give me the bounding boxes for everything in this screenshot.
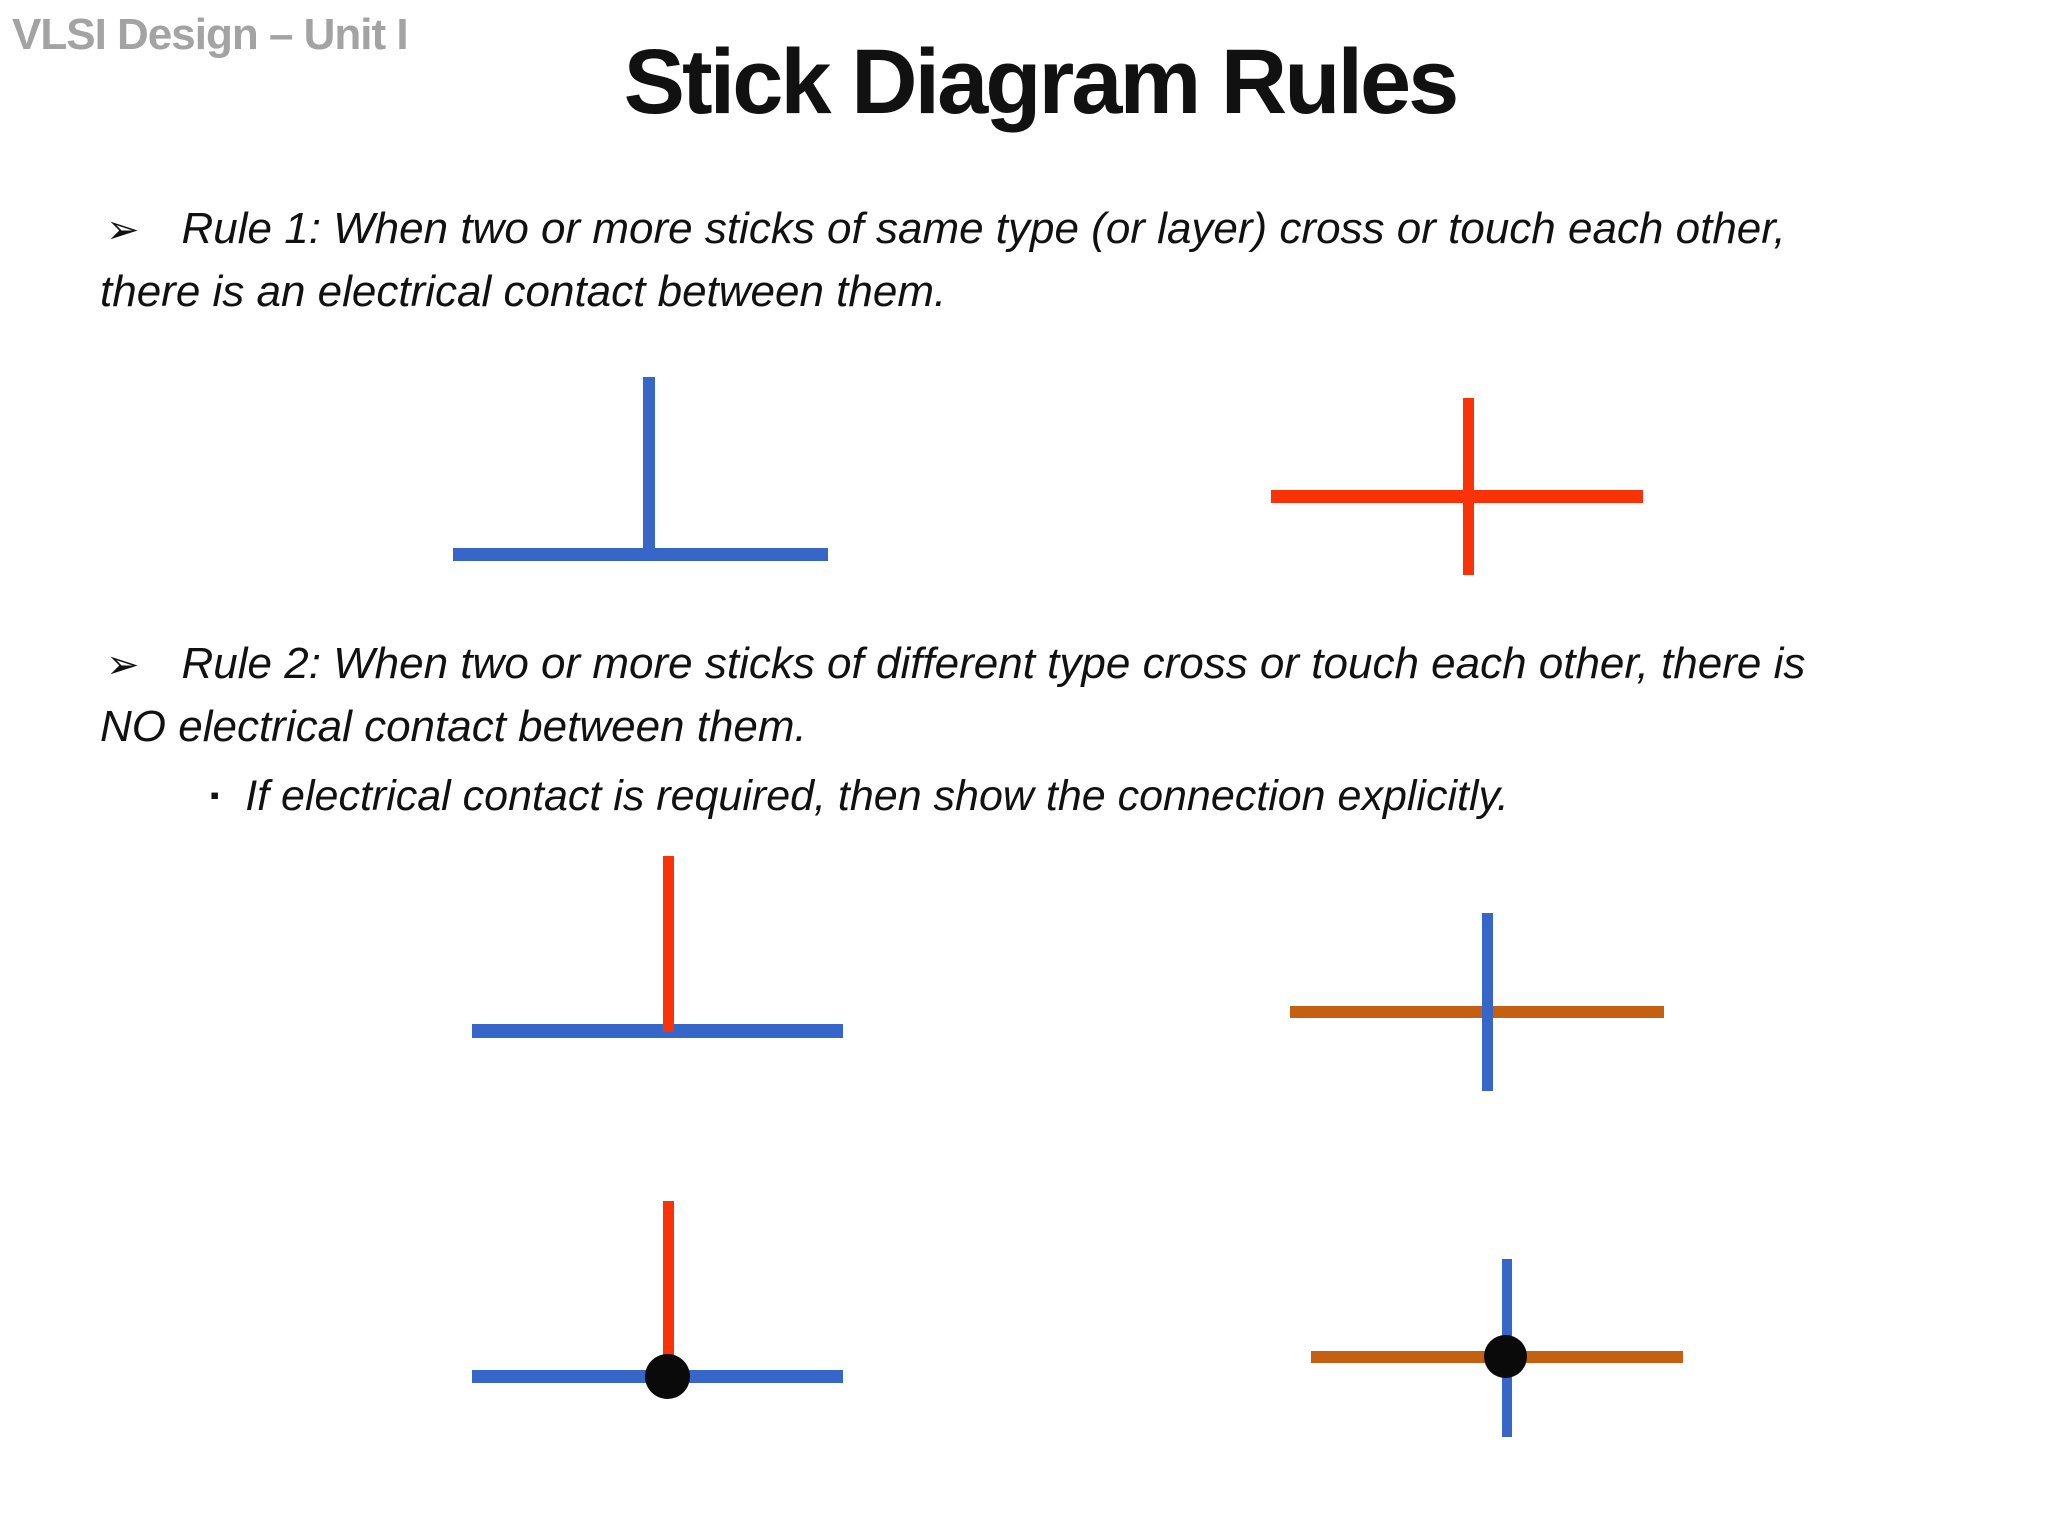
rule1-bullet-arrow-icon: ➢ [106,208,140,252]
rule2-bullet-arrow-icon: ➢ [106,643,140,687]
rule2-touch-vertical-stick-red [663,856,674,1032]
explicit-touch-contact-dot [645,1354,690,1399]
rule2-cross-horizontal-stick-brown [1290,1006,1664,1018]
rule1-text-line1: Rule 1: When two or more sticks of same … [181,204,1786,253]
square-bullet-icon: ▪ [210,780,220,810]
rule2-touch-horizontal-stick-blue [472,1024,843,1038]
rule2-text-line1: Rule 2: When two or more sticks of diffe… [181,639,1806,688]
rule1-paragraph: ➢ Rule 1: When two or more sticks of same… [100,198,2000,323]
rule2-text-line2: NO electrical contact between them. [100,702,807,751]
rule2-sub-text: If electrical contact is required, then … [245,772,1509,820]
explicit-touch-vertical-stick-red [663,1201,674,1363]
rule1-touch-vertical-stick-blue [643,377,655,561]
rule1-touch-horizontal-stick-blue [453,548,828,561]
page-title: Stick Diagram Rules [623,31,1460,133]
rule1-cross-vertical-stick-red [1463,398,1474,575]
explicit-cross-contact-dot [1484,1335,1527,1378]
course-header-label: VLSI Design – Unit I [12,10,409,59]
rule1-cross-horizontal-stick-red [1271,490,1643,503]
rule2-sub-bullet-line: ▪ If electrical contact is required, then… [210,766,1910,825]
rule2-cross-vertical-stick-blue [1482,913,1493,1091]
rule1-text-line2: there is an electrical contact between t… [100,267,947,316]
rule2-paragraph: ➢ Rule 2: When two or more sticks of diff… [100,633,2000,758]
